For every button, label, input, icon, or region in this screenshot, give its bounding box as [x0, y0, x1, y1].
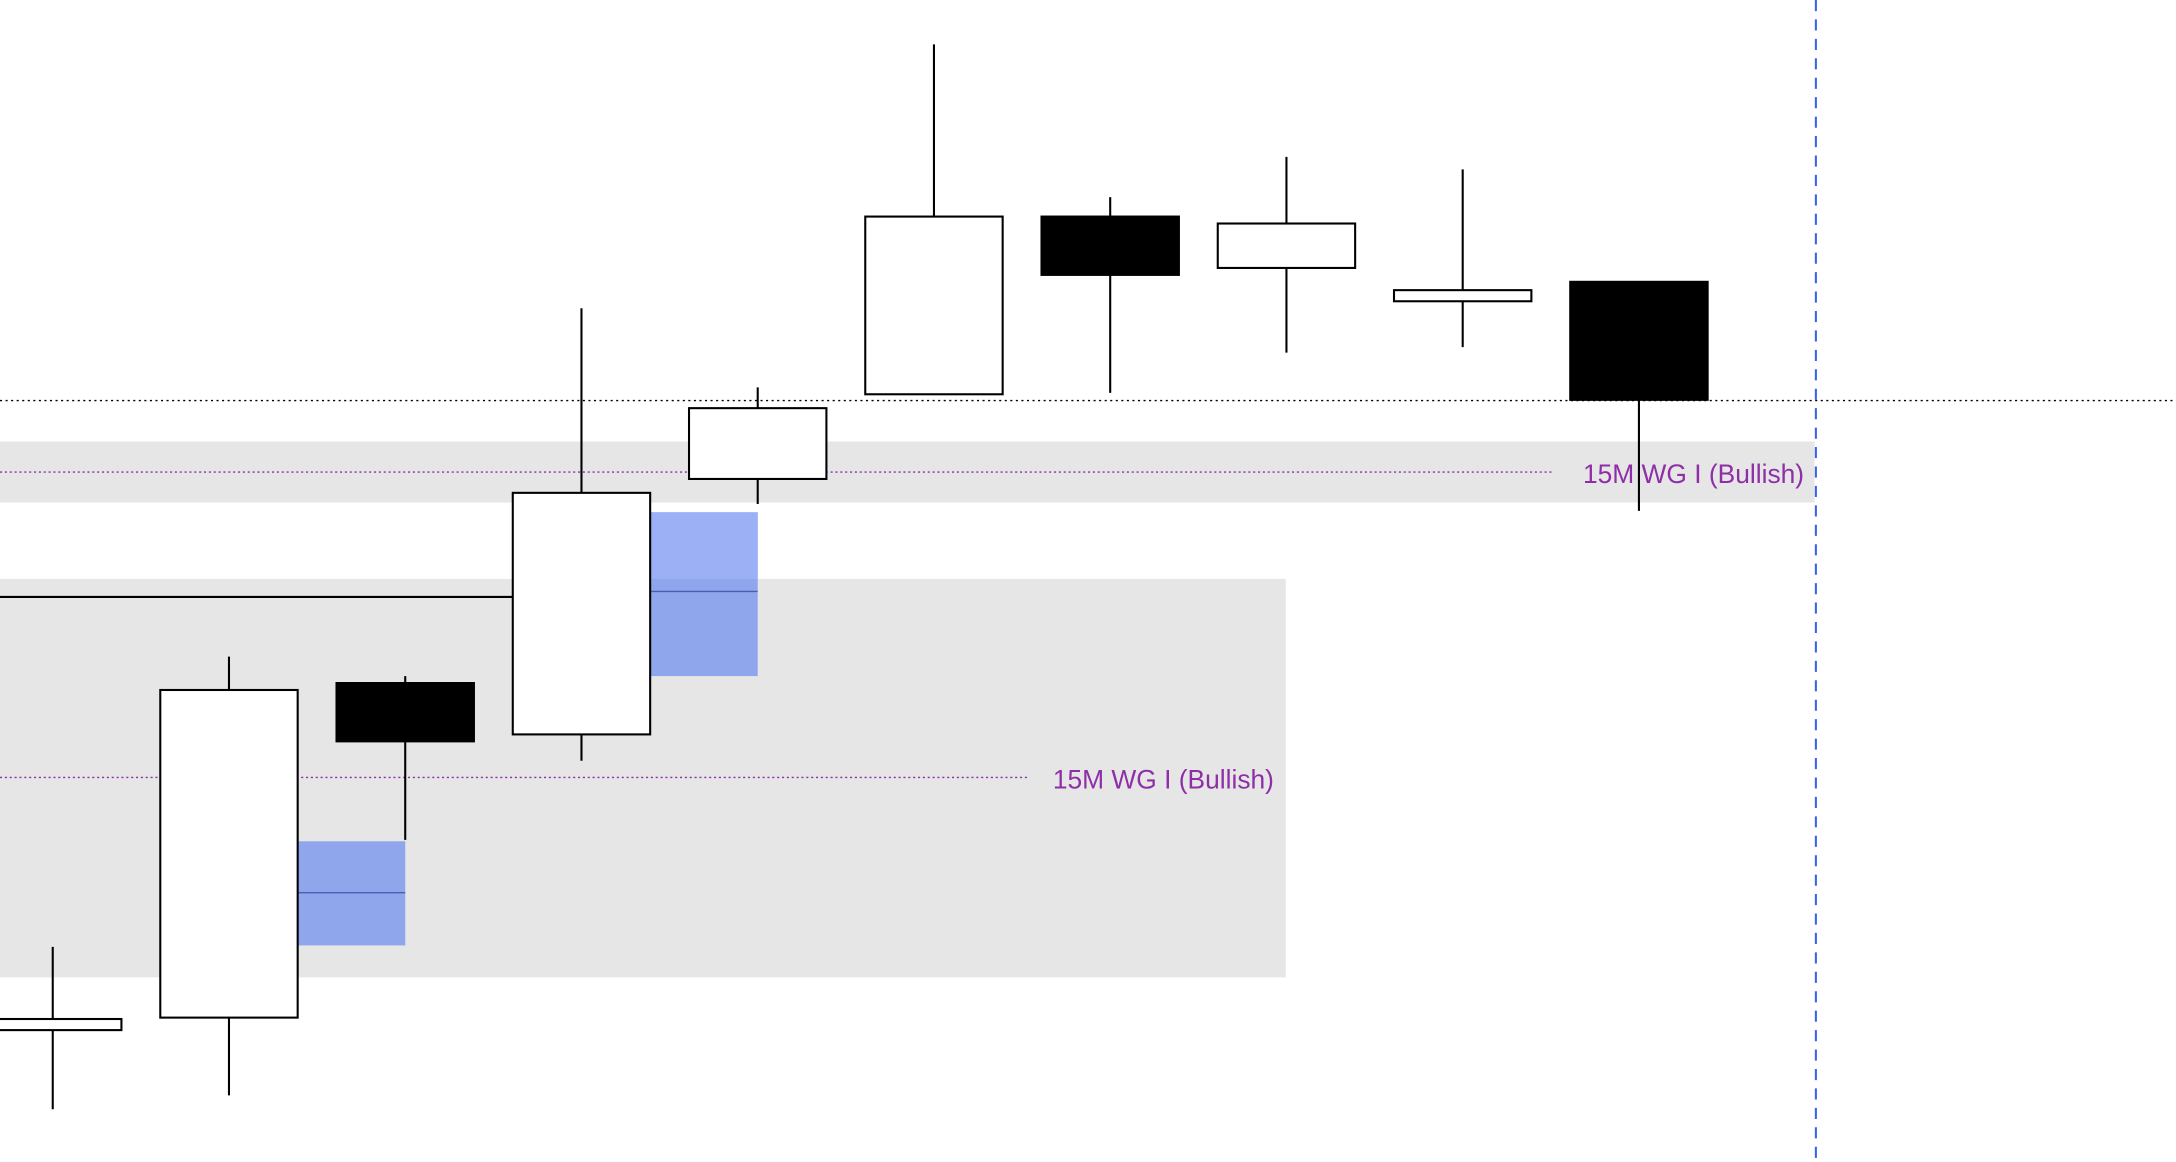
candle-bearish — [1569, 280, 1709, 401]
zone-label-upper: 15M WG I (Bullish) — [1583, 459, 1804, 489]
candle-bullish — [1216, 222, 1357, 269]
fvg-layer — [297, 512, 758, 946]
candle-bearish — [1040, 215, 1180, 276]
candle-bearish — [335, 681, 475, 743]
candle-bullish — [1392, 289, 1533, 303]
candle-bullish — [159, 688, 299, 1019]
zone-label-lower: 15M WG I (Bullish) — [1053, 765, 1274, 795]
candle-bullish — [0, 1017, 123, 1032]
candle-bullish — [864, 215, 1004, 396]
fvg-box-upper — [650, 512, 758, 579]
candle-bullish — [511, 491, 652, 736]
candle-bullish — [687, 407, 828, 481]
candles-layer — [0, 44, 1709, 1110]
